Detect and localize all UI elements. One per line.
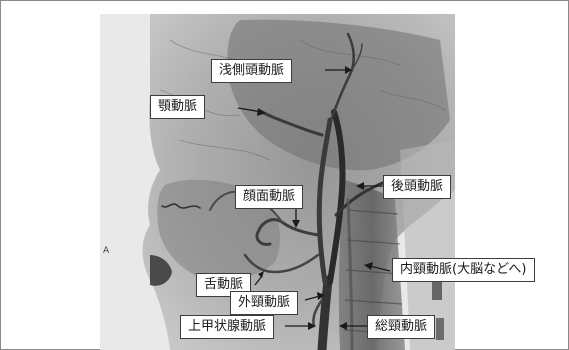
label-facial-artery: 顔面動脈 [235,185,303,209]
label-external-carotid-artery: 外頸動脈 [230,291,298,315]
corner-marker-block-2 [436,318,444,340]
corner-mark: A [103,246,109,256]
label-common-carotid-artery: 総頸動脈 [367,315,435,339]
label-superficial-temporal-artery: 浅側頭動脈 [211,59,292,83]
label-maxillary-artery: 顎動脈 [150,95,205,119]
label-superior-thyroid-artery: 上甲状腺動脈 [180,315,274,339]
label-occipital-artery: 後頭動脈 [383,175,451,199]
label-internal-carotid-artery: 内頸動脈(大脳などへ) [392,258,535,282]
corner-marker-block [432,282,442,300]
common-carotid-vessel [322,280,328,350]
